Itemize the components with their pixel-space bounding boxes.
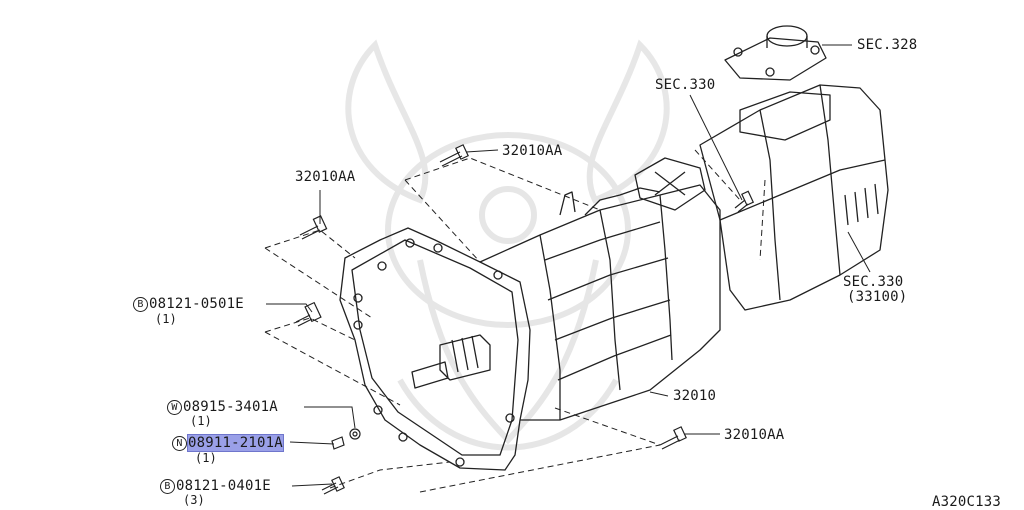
label-32010aa-bottom[interactable]: 32010AA [724, 427, 785, 443]
transmission-drawing [339, 25, 889, 471]
b-code-circle: B [160, 479, 175, 494]
dashed-guides [264, 149, 766, 493]
b-code-circle: B [133, 297, 148, 312]
label-32010[interactable]: 32010 [673, 388, 717, 404]
part-number: 08121-0401E [176, 478, 271, 494]
part-number: 08915-3401A [183, 399, 278, 415]
label-32010aa-top[interactable]: 32010AA [502, 143, 563, 159]
label-sec-330-top[interactable]: SEC.330 [655, 77, 716, 93]
qty-08121-0501e: (1) [155, 312, 177, 326]
label-32010aa-left[interactable]: 32010AA [295, 169, 356, 185]
part-number: 08121-0501E [149, 296, 244, 312]
label-sec-328[interactable]: SEC.328 [857, 37, 918, 53]
w-code-circle: W [167, 400, 182, 415]
qty-08121-0401e: (3) [183, 493, 205, 507]
bolt-parts [295, 144, 755, 495]
qty-08911-2101a: (1) [195, 451, 217, 465]
leader-lines [266, 44, 871, 487]
n-code-circle: N [172, 436, 187, 451]
label-sec-330-right-sub: (33100) [847, 289, 908, 305]
watermark-logo [345, 39, 670, 451]
label-sec-330-right[interactable]: SEC.330 [843, 274, 904, 290]
diagram-id: A320C133 [932, 494, 1002, 510]
part-number-highlighted: 08911-2101A [187, 434, 284, 452]
qty-08915-3401a: (1) [190, 414, 212, 428]
